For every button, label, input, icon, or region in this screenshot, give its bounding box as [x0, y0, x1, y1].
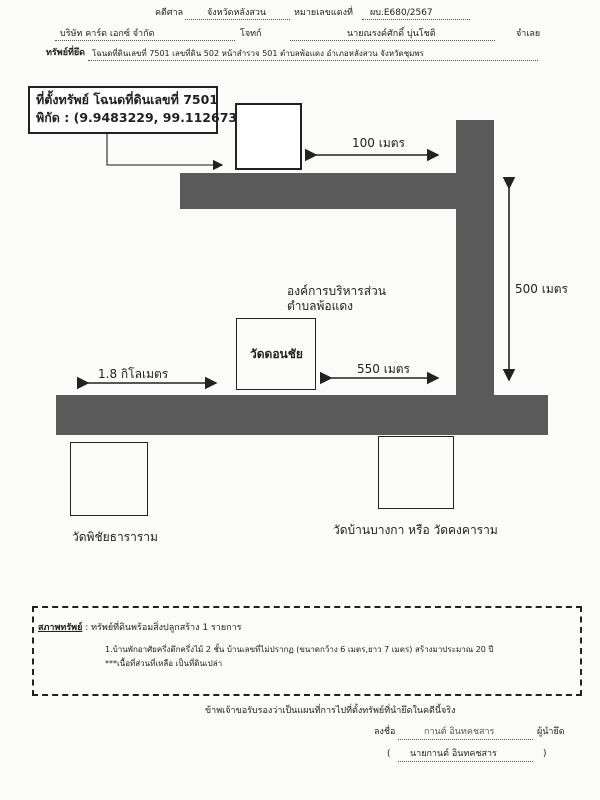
temple-left-label: วัดพิชัยธาราราม [72, 530, 158, 544]
plaintiff-value: บริษัท คาร์ด เอกซ์ จำกัด [60, 29, 155, 39]
org-label-line1: องค์การบริหารส่วน [287, 284, 386, 298]
temple-right-box [378, 436, 454, 509]
vertical-road [456, 120, 494, 405]
paren-open: ( [387, 749, 391, 759]
dist-100-label: 100 เมตร [352, 136, 405, 150]
org-label-line2: ตำบลพ้อแดง [287, 299, 354, 313]
signature-underline [398, 739, 533, 740]
plaintiff-label: โจทก์ [240, 29, 262, 39]
temple-center-label: วัดดอนชัย [250, 347, 303, 361]
upper-road [180, 173, 488, 209]
temple-center-box [236, 318, 316, 390]
name-underline [398, 761, 533, 762]
temple-left-box [70, 442, 148, 516]
defendant-underline [290, 40, 495, 41]
court-label: คดีศาล [155, 8, 184, 18]
paren-close: ) [543, 749, 547, 759]
defendant-value: นายณรงค์ศักดิ์ บุ่นโชติ [347, 29, 436, 39]
location-callout [28, 86, 218, 134]
location-coordinates: พิกัด : (9.9483229, 99.1126730) [36, 110, 252, 125]
role-label: ผู้นำยึด [537, 727, 565, 737]
dist-550-label: 550 เมตร [357, 362, 410, 376]
property-marker [235, 103, 302, 170]
black-no-label: หมายเลขแดงที่ [294, 8, 353, 18]
black-no-underline [362, 19, 470, 20]
condition-item-2: ***เนื้อที่ส่วนที่เหลือ เป็นที่ดินเปล่า [105, 659, 223, 668]
temple-right-label: วัดบ้านบางกา หรือ วัดคงคาราม [333, 523, 498, 537]
condition-row: สภาพทรัพย์ : ทรัพย์ที่ดินพร้อมสิ่งปลูกสร… [38, 623, 241, 634]
dist-1-8-label: 1.8 กิโลเมตร [98, 367, 169, 381]
printed-name: นายกานต์ อินทคชสาร [410, 749, 497, 759]
property-label: ทรัพย์ที่ยึด [46, 48, 86, 58]
signature: กานต์ อินทคชสาร [424, 727, 495, 737]
dist-500-label: 500 เมตร [515, 282, 568, 296]
lower-road [56, 395, 548, 435]
condition-frame [32, 606, 582, 696]
defendant-label: จำเลย [516, 29, 541, 39]
condition-summary: : ทรัพย์ที่ดินพร้อมสิ่งปลูกสร้าง 1 รายกา… [85, 623, 242, 633]
callout-arrow [106, 134, 224, 171]
property-value: โฉนดที่ดินเลขที่ 7501 เลขที่ดิน 502 หน้า… [92, 49, 424, 58]
condition-item-1: 1.บ้านพักอาศัยครึ่งตึกครึ่งไม้ 2 ชั้น บ้… [105, 645, 494, 654]
condition-label: สภาพทรัพย์ [38, 623, 83, 633]
sign-label: ลงชื่อ [374, 727, 396, 737]
court-underline [185, 19, 290, 20]
court-value: จังหวัดหลังสวน [207, 8, 267, 18]
property-underline [88, 60, 538, 61]
plaintiff-underline [55, 40, 235, 41]
certify-text: ข้าพเจ้าขอรับรองว่าเป็นแผนที่การไปที่ตั้… [205, 706, 456, 716]
location-title: ที่ตั้งทรัพย์ โฉนดที่ดินเลขที่ 7501 [36, 92, 218, 107]
black-no-value: ผบ.E680/2567 [370, 8, 433, 18]
